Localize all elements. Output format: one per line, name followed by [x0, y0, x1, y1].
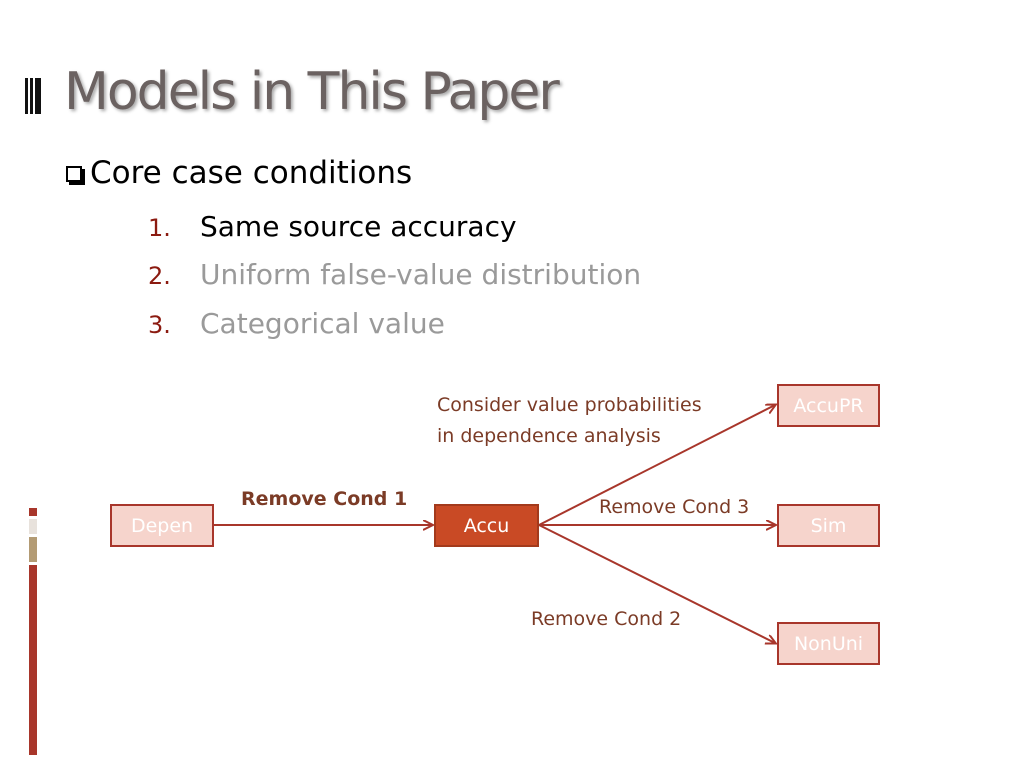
side-accent-bar — [29, 565, 37, 755]
edge-label-consider-line-1: Consider value probabilities — [437, 394, 702, 416]
node-depen: Depen — [110, 504, 214, 547]
main-bullet: Core case conditions — [66, 155, 412, 191]
node-sim: Sim — [777, 504, 880, 547]
list-item: 2. Uniform false-value distribution — [148, 258, 641, 291]
side-accent-bar — [29, 537, 37, 562]
arrow-accu-to-nonuni — [538, 524, 775, 643]
edge-label-remove-cond-2: Remove Cond 2 — [531, 608, 682, 630]
node-accupr: AccuPR — [777, 384, 880, 427]
edge-label-consider-line-2: in dependence analysis — [437, 425, 661, 447]
title-bullet-icon — [25, 78, 41, 114]
edge-label-remove-cond-3: Remove Cond 3 — [599, 496, 750, 518]
side-accent-bar — [29, 519, 37, 534]
list-number: 2. — [148, 262, 171, 290]
list-number: 3. — [148, 311, 171, 339]
slide-title: Models in This Paper — [64, 62, 560, 122]
node-nonuni: NonUni — [777, 622, 880, 665]
arrow-accu-to-accupr — [538, 405, 775, 526]
node-accu: Accu — [434, 504, 539, 547]
edge-label-remove-cond-1: Remove Cond 1 — [241, 488, 408, 510]
checkbox-bullet-icon — [66, 166, 82, 182]
list-text: Uniform false-value distribution — [200, 258, 642, 291]
list-text: Same source accuracy — [200, 210, 517, 243]
list-text: Categorical value — [200, 307, 445, 340]
bullet-text: Core case conditions — [90, 155, 413, 191]
list-item: 3. Categorical value — [148, 307, 445, 340]
list-item: 1. Same source accuracy — [148, 210, 517, 243]
list-number: 1. — [148, 214, 171, 242]
side-accent-bar — [29, 508, 37, 516]
